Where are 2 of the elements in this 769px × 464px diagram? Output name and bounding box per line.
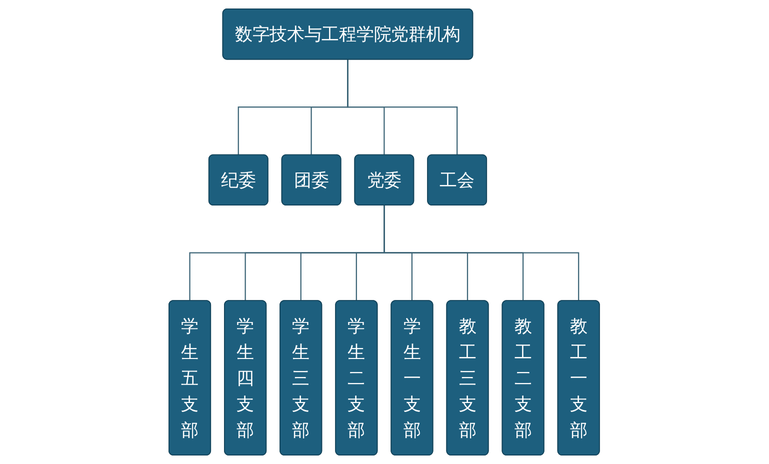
connector [384, 205, 580, 301]
connector [347, 59, 458, 155]
